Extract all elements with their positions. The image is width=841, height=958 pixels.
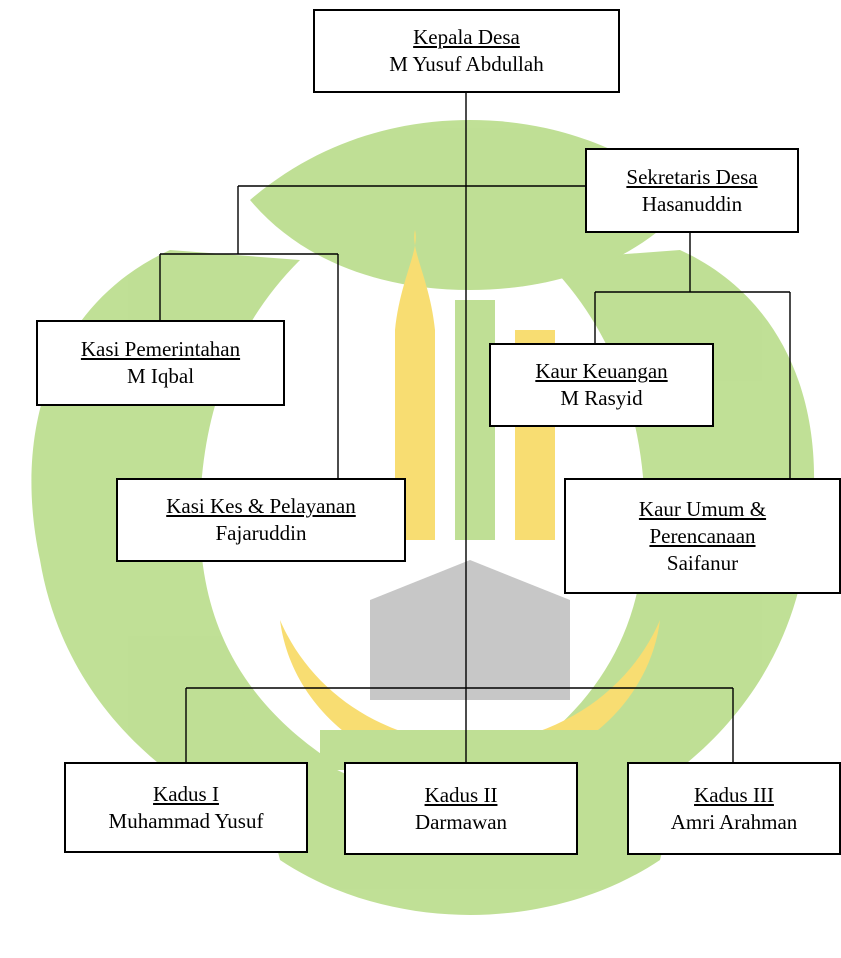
node-role: Kadus I (153, 781, 219, 806)
node-person: M Iqbal (126, 364, 195, 388)
node-kepala-desa: Kepala Desa M Yusuf Abdullah (313, 9, 620, 93)
node-kaur-keuangan: Kaur Keuangan M Rasyid (489, 343, 714, 427)
node-role: Kepala Desa (413, 25, 520, 49)
node-person: Darmawan (414, 809, 508, 834)
node-role: Kaur Keuangan (535, 359, 668, 383)
node-person: M Yusuf Abdullah (389, 52, 544, 76)
node-role: Kadus III (694, 782, 774, 807)
node-kadus-2: Kadus II Darmawan (344, 762, 578, 855)
node-kasi-kes-pelayanan: Kasi Kes & Pelayanan Fajaruddin (116, 478, 406, 562)
node-kadus-3: Kadus III Amri Arahman (627, 762, 841, 855)
node-person: Hasanuddin (641, 191, 743, 216)
watermark-kaaba (370, 560, 570, 700)
watermark-petal-top (250, 120, 690, 290)
node-person: Amri Arahman (670, 809, 798, 834)
node-kasi-pemerintahan: Kasi Pemerintahan M Iqbal (36, 320, 285, 406)
node-role: Kasi Pemerintahan (80, 337, 241, 361)
node-kaur-umum-perencanaan: Kaur Umum & Perencanaan Saifanur (564, 478, 841, 594)
node-role: Kadus II (424, 782, 498, 807)
node-role-line2: Perencanaan (649, 523, 756, 548)
node-person: Muhammad Yusuf (108, 808, 264, 833)
node-person: M Rasyid (560, 386, 643, 410)
node-kadus-1: Kadus I Muhammad Yusuf (64, 762, 308, 853)
node-role: Sekretaris Desa (626, 164, 758, 189)
node-person: Saifanur (666, 550, 739, 575)
node-sekretaris-desa: Sekretaris Desa Hasanuddin (585, 148, 799, 233)
node-role-line1: Kaur Umum & (638, 496, 767, 521)
node-role: Kasi Kes & Pelayanan (166, 494, 356, 518)
node-person: Fajaruddin (215, 521, 307, 545)
watermark-dome (395, 230, 435, 330)
watermark-pillar-center (455, 300, 495, 540)
